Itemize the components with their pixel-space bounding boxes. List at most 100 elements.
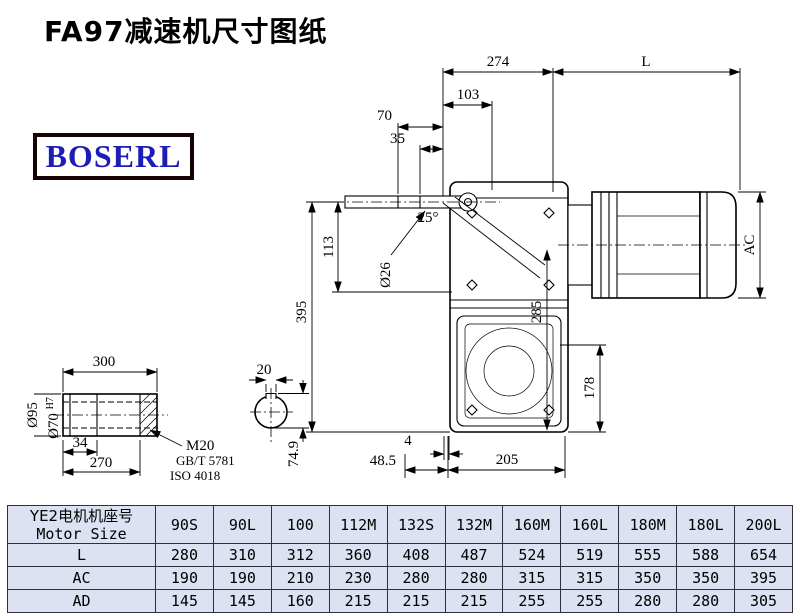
dim-label-285: 285 (529, 301, 545, 324)
header-line2: Motor Size (36, 524, 127, 543)
thread-note: M20 GB/T 5781 ISO 4018 (149, 429, 235, 483)
dim-label-70: 70 (377, 108, 392, 124)
main-view: 25° 274 L 103 70 35 (294, 54, 766, 478)
dim-20: 20 (249, 362, 293, 392)
note-standard-gbt: GB/T 5781 (176, 453, 235, 468)
dim-label-AC: AC (742, 235, 758, 256)
data-cell: 255 (502, 589, 562, 613)
data-cell: 315 (502, 566, 562, 590)
data-cell: 654 (734, 543, 793, 567)
data-cell: 305 (734, 589, 793, 613)
data-cell: 312 (270, 543, 330, 567)
dim-label-300: 300 (93, 354, 116, 370)
dim-300: 300 (62, 354, 158, 392)
header-cell: 200L (734, 505, 793, 544)
data-cell: 215 (386, 589, 446, 613)
data-cell: 524 (502, 543, 562, 567)
dim-270: 270 (62, 440, 141, 476)
header-cell: 100 (270, 505, 330, 544)
table-row-AC: AC 190 190 210 230 280 280 315 315 350 3… (7, 566, 793, 590)
dim-205: 205 (447, 436, 566, 478)
data-cell: 487 (444, 543, 504, 567)
dim-103: 103 (442, 87, 493, 190)
data-cell: 280 (618, 589, 678, 613)
data-cell: 310 (212, 543, 272, 567)
bolt-hole-marker (543, 207, 555, 219)
row-label-cell: AC (7, 566, 156, 590)
data-cell: 215 (328, 589, 388, 613)
data-cell: 555 (618, 543, 678, 567)
dim-label-34: 34 (73, 435, 89, 451)
key-section-view: 20 74.9 (249, 362, 309, 467)
shaft-outline (53, 393, 168, 437)
dim-L: L (552, 54, 741, 190)
data-cell: 408 (386, 543, 446, 567)
data-cell: 315 (560, 566, 620, 590)
header-cell: 112M (328, 505, 388, 544)
data-cell: 350 (676, 566, 736, 590)
data-cell: 280 (676, 589, 736, 613)
boserl-logo-text: BOSERL (45, 138, 182, 174)
dim-4: 4 (404, 433, 463, 460)
motor-size-table: YE2电机机座号 Motor Size 90S 90L 100 112M 132… (7, 505, 793, 613)
dim-285: 285 (529, 249, 551, 431)
gearbox-housing-outline (449, 181, 569, 433)
dim-label-dia70: Ø70 H7 (45, 397, 62, 439)
header-cell: 160L (560, 505, 620, 544)
data-cell: 588 (676, 543, 736, 567)
dim-label-dia26: Ø26 (378, 262, 394, 288)
table-header-row: YE2电机机座号 Motor Size 90S 90L 100 112M 132… (7, 505, 793, 544)
dim-178: 178 (560, 344, 606, 433)
header-cell: 180L (676, 505, 736, 544)
dim-274: 274 (442, 54, 554, 196)
page-title: FA97减速机尺寸图纸 (44, 15, 328, 48)
header-line1: YE2电机机座号 (29, 506, 134, 525)
shaft-detail-view: 300 34 270 Ø95 Ø70 H7 M20 GB/T 5781 (25, 354, 235, 483)
dim-label-178: 178 (582, 377, 598, 400)
input-shaft-outline (333, 192, 500, 212)
data-cell: 190 (212, 566, 272, 590)
data-cell: 280 (386, 566, 446, 590)
dim-113: 113 (306, 201, 452, 293)
dim-label-dia95: Ø95 (25, 402, 41, 428)
data-cell: 519 (560, 543, 620, 567)
dim-label-L: L (641, 54, 650, 70)
header-cell: 132M (444, 505, 504, 544)
dim-dia95-dia70: Ø95 Ø70 H7 (25, 393, 62, 439)
data-cell: 190 (155, 566, 214, 590)
boserl-logo: BOSERL (33, 133, 194, 180)
data-cell: 395 (734, 566, 793, 590)
dim-label-74-9: 74.9 (286, 441, 302, 467)
data-cell: 215 (444, 589, 504, 613)
dim-70: 70 (377, 108, 444, 194)
header-cell: 160M (502, 505, 562, 544)
data-cell: 160 (270, 589, 330, 613)
header-cell: 180M (618, 505, 678, 544)
data-cell: 360 (328, 543, 388, 567)
note-standard-iso: ISO 4018 (170, 468, 220, 483)
motor-size-header-cell: YE2电机机座号 Motor Size (7, 505, 156, 544)
dim-label-205: 205 (496, 452, 519, 468)
technical-drawing: 25° 274 L 103 70 35 (25, 54, 766, 483)
data-cell: 210 (270, 566, 330, 590)
header-cell: 132S (386, 505, 446, 544)
row-label-cell: AD (7, 589, 156, 613)
dim-74-9: 74.9 (273, 380, 309, 467)
bolt-hole-marker (466, 404, 478, 416)
table-row-L: L 280 310 312 360 408 487 524 519 555 58… (7, 543, 793, 567)
dim-label-4: 4 (404, 433, 412, 449)
dim-label-103: 103 (457, 87, 480, 103)
dim-label-48-5: 48.5 (370, 453, 396, 469)
dim-label-25deg: 25° (418, 210, 439, 226)
dim-label-113: 113 (321, 236, 337, 258)
data-cell: 230 (328, 566, 388, 590)
dim-label-35: 35 (390, 131, 405, 147)
note-thread: M20 (186, 438, 214, 454)
dim-dia26: Ø26 (378, 210, 426, 288)
dim-label-20: 20 (257, 362, 272, 378)
dia70-value: Ø70 (46, 413, 62, 439)
table-row-AD: AD 145 145 160 215 215 215 255 255 280 2… (7, 589, 793, 613)
row-label-cell: L (7, 543, 156, 567)
data-cell: 145 (212, 589, 272, 613)
data-cell: 280 (444, 566, 504, 590)
